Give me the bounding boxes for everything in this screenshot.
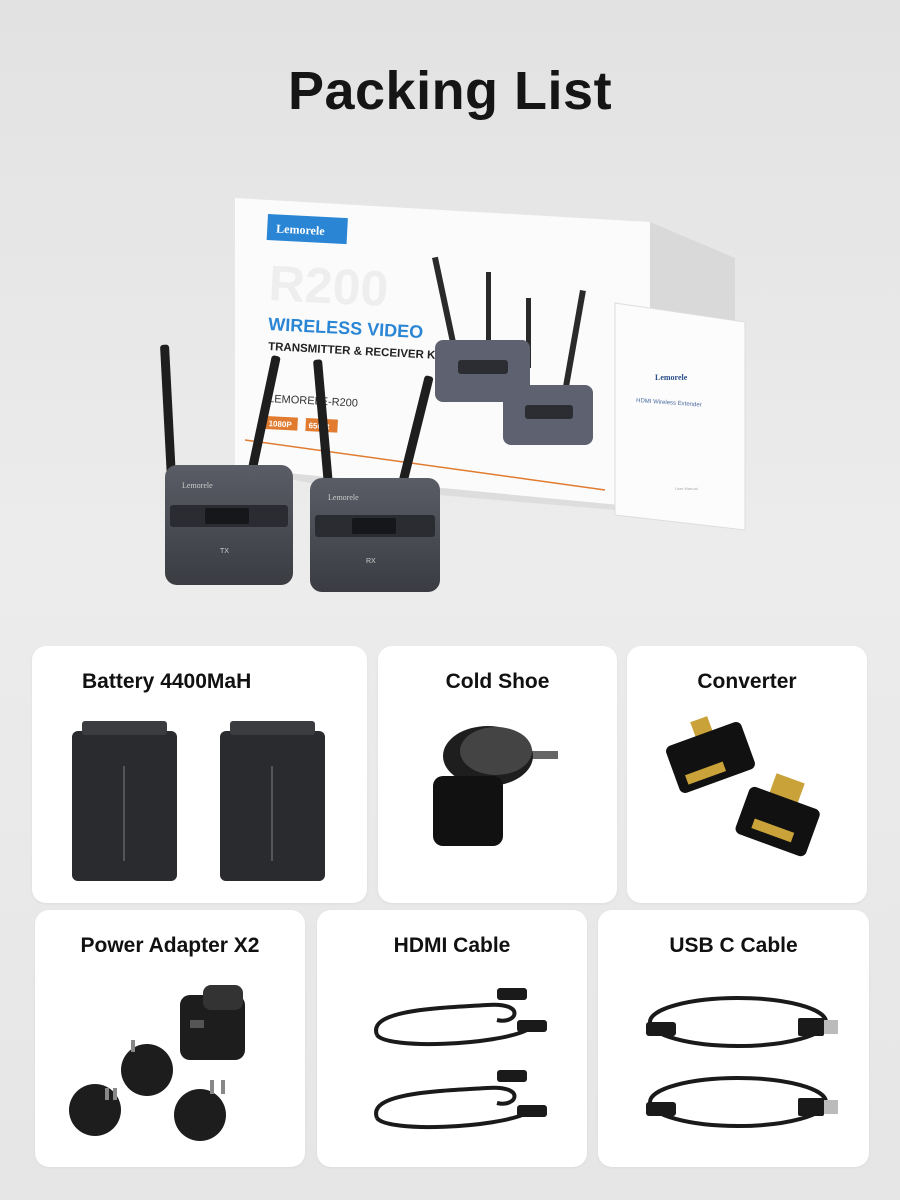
- item-label: Battery 4400MaH: [82, 670, 252, 693]
- tx-label: TX: [220, 548, 229, 555]
- converter-image: [666, 716, 820, 857]
- box-brand: Lemorele: [276, 221, 326, 238]
- transmitter-device: Lemorele TX: [160, 344, 293, 585]
- user-manual: Lemorele HDMI Wireless Extender User Man…: [614, 302, 746, 531]
- box-model: LEMORELE-R200: [268, 393, 358, 410]
- device-brand: Lemorele: [182, 481, 213, 490]
- item-card-battery: Battery 4400MaH: [32, 646, 367, 903]
- power-adapter-image: [69, 985, 245, 1141]
- item-label: HDMI Cable: [393, 934, 511, 957]
- manual-title: HDMI Wireless Extender: [636, 398, 702, 409]
- manual-brand: Lemorele: [655, 373, 688, 382]
- cold-shoe-image: [433, 726, 558, 846]
- battery-image: [72, 721, 325, 881]
- hero-product-scene: Lemorele R200 WIRELESS VIDEO TRANSMITTER…: [160, 214, 746, 592]
- item-label: USB C Cable: [669, 934, 798, 957]
- manual-footer: User Manual: [675, 486, 698, 491]
- box-badge: 1080P: [268, 419, 292, 429]
- page-title: Packing List: [287, 61, 613, 121]
- rx-label: RX: [366, 558, 376, 565]
- hdmi-cable-image: [374, 988, 547, 1130]
- device-brand: Lemorele: [328, 493, 359, 502]
- item-card-cold-shoe: Cold Shoe: [378, 646, 617, 903]
- item-label: Converter: [697, 670, 797, 693]
- item-card-power-adapter: Power Adapter X2: [35, 910, 305, 1167]
- receiver-device: Lemorele RX: [310, 359, 440, 592]
- item-label: Cold Shoe: [445, 670, 550, 693]
- item-label: Power Adapter X2: [80, 934, 260, 957]
- box-watermark: R200: [267, 255, 389, 317]
- item-card-hdmi-cable: HDMI Cable: [317, 910, 587, 1167]
- item-card-usb-c-cable: USB C Cable: [598, 910, 869, 1167]
- usb-c-cable-image: [646, 996, 838, 1128]
- item-card-converter: Converter: [627, 646, 867, 903]
